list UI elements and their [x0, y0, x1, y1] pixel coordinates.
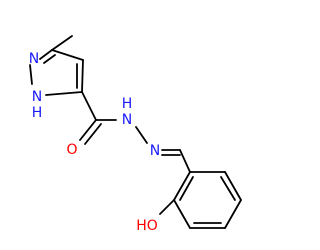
bond-ar6-oh [159, 199, 175, 215]
atom-o-carbonyl: O [66, 142, 77, 158]
atom-n-pyrazole-2: N [29, 51, 39, 67]
atom-n-imine: N [150, 143, 160, 159]
molecule-drawing: N N H N H N O HO [29, 35, 242, 234]
bond-c4-c5 [81, 59, 84, 93]
atom-h-amide: H [122, 96, 133, 112]
chemical-structure-diagram: N N H N H N O HO [29, 35, 242, 234]
bond-ar3-ar4 [224, 199, 242, 229]
atom-h-pyrazole-1: H [32, 105, 43, 121]
bond-n2-c3-double [43, 54, 56, 64]
bond-c5-n1 [45, 91, 83, 96]
bond-ch-aryl [179, 149, 191, 173]
atom-n-amide: N [122, 112, 132, 128]
bond-carbonyl-o-double [84, 123, 102, 145]
atom-n-pyrazole-1: N [32, 89, 42, 105]
bond-ar2-ar3 [224, 171, 242, 201]
bond-carbonyl-o [79, 119, 97, 141]
bond-c5-carbonyl [81, 91, 97, 121]
bond-c3-methyl [51, 35, 73, 51]
atom-hydroxyl: HO [136, 218, 158, 234]
bond-n2-c3 [39, 49, 53, 60]
bond-ar2-ar3-double [220, 176, 236, 201]
bond-ar5-ar6 [173, 199, 191, 229]
bond-ar6-ar1-double [179, 176, 194, 201]
bond-ar6-ar1 [173, 171, 191, 201]
bond-n1-n2 [29, 64, 33, 85]
bond-n-n [135, 126, 148, 144]
bond-c3-c4 [51, 49, 84, 61]
